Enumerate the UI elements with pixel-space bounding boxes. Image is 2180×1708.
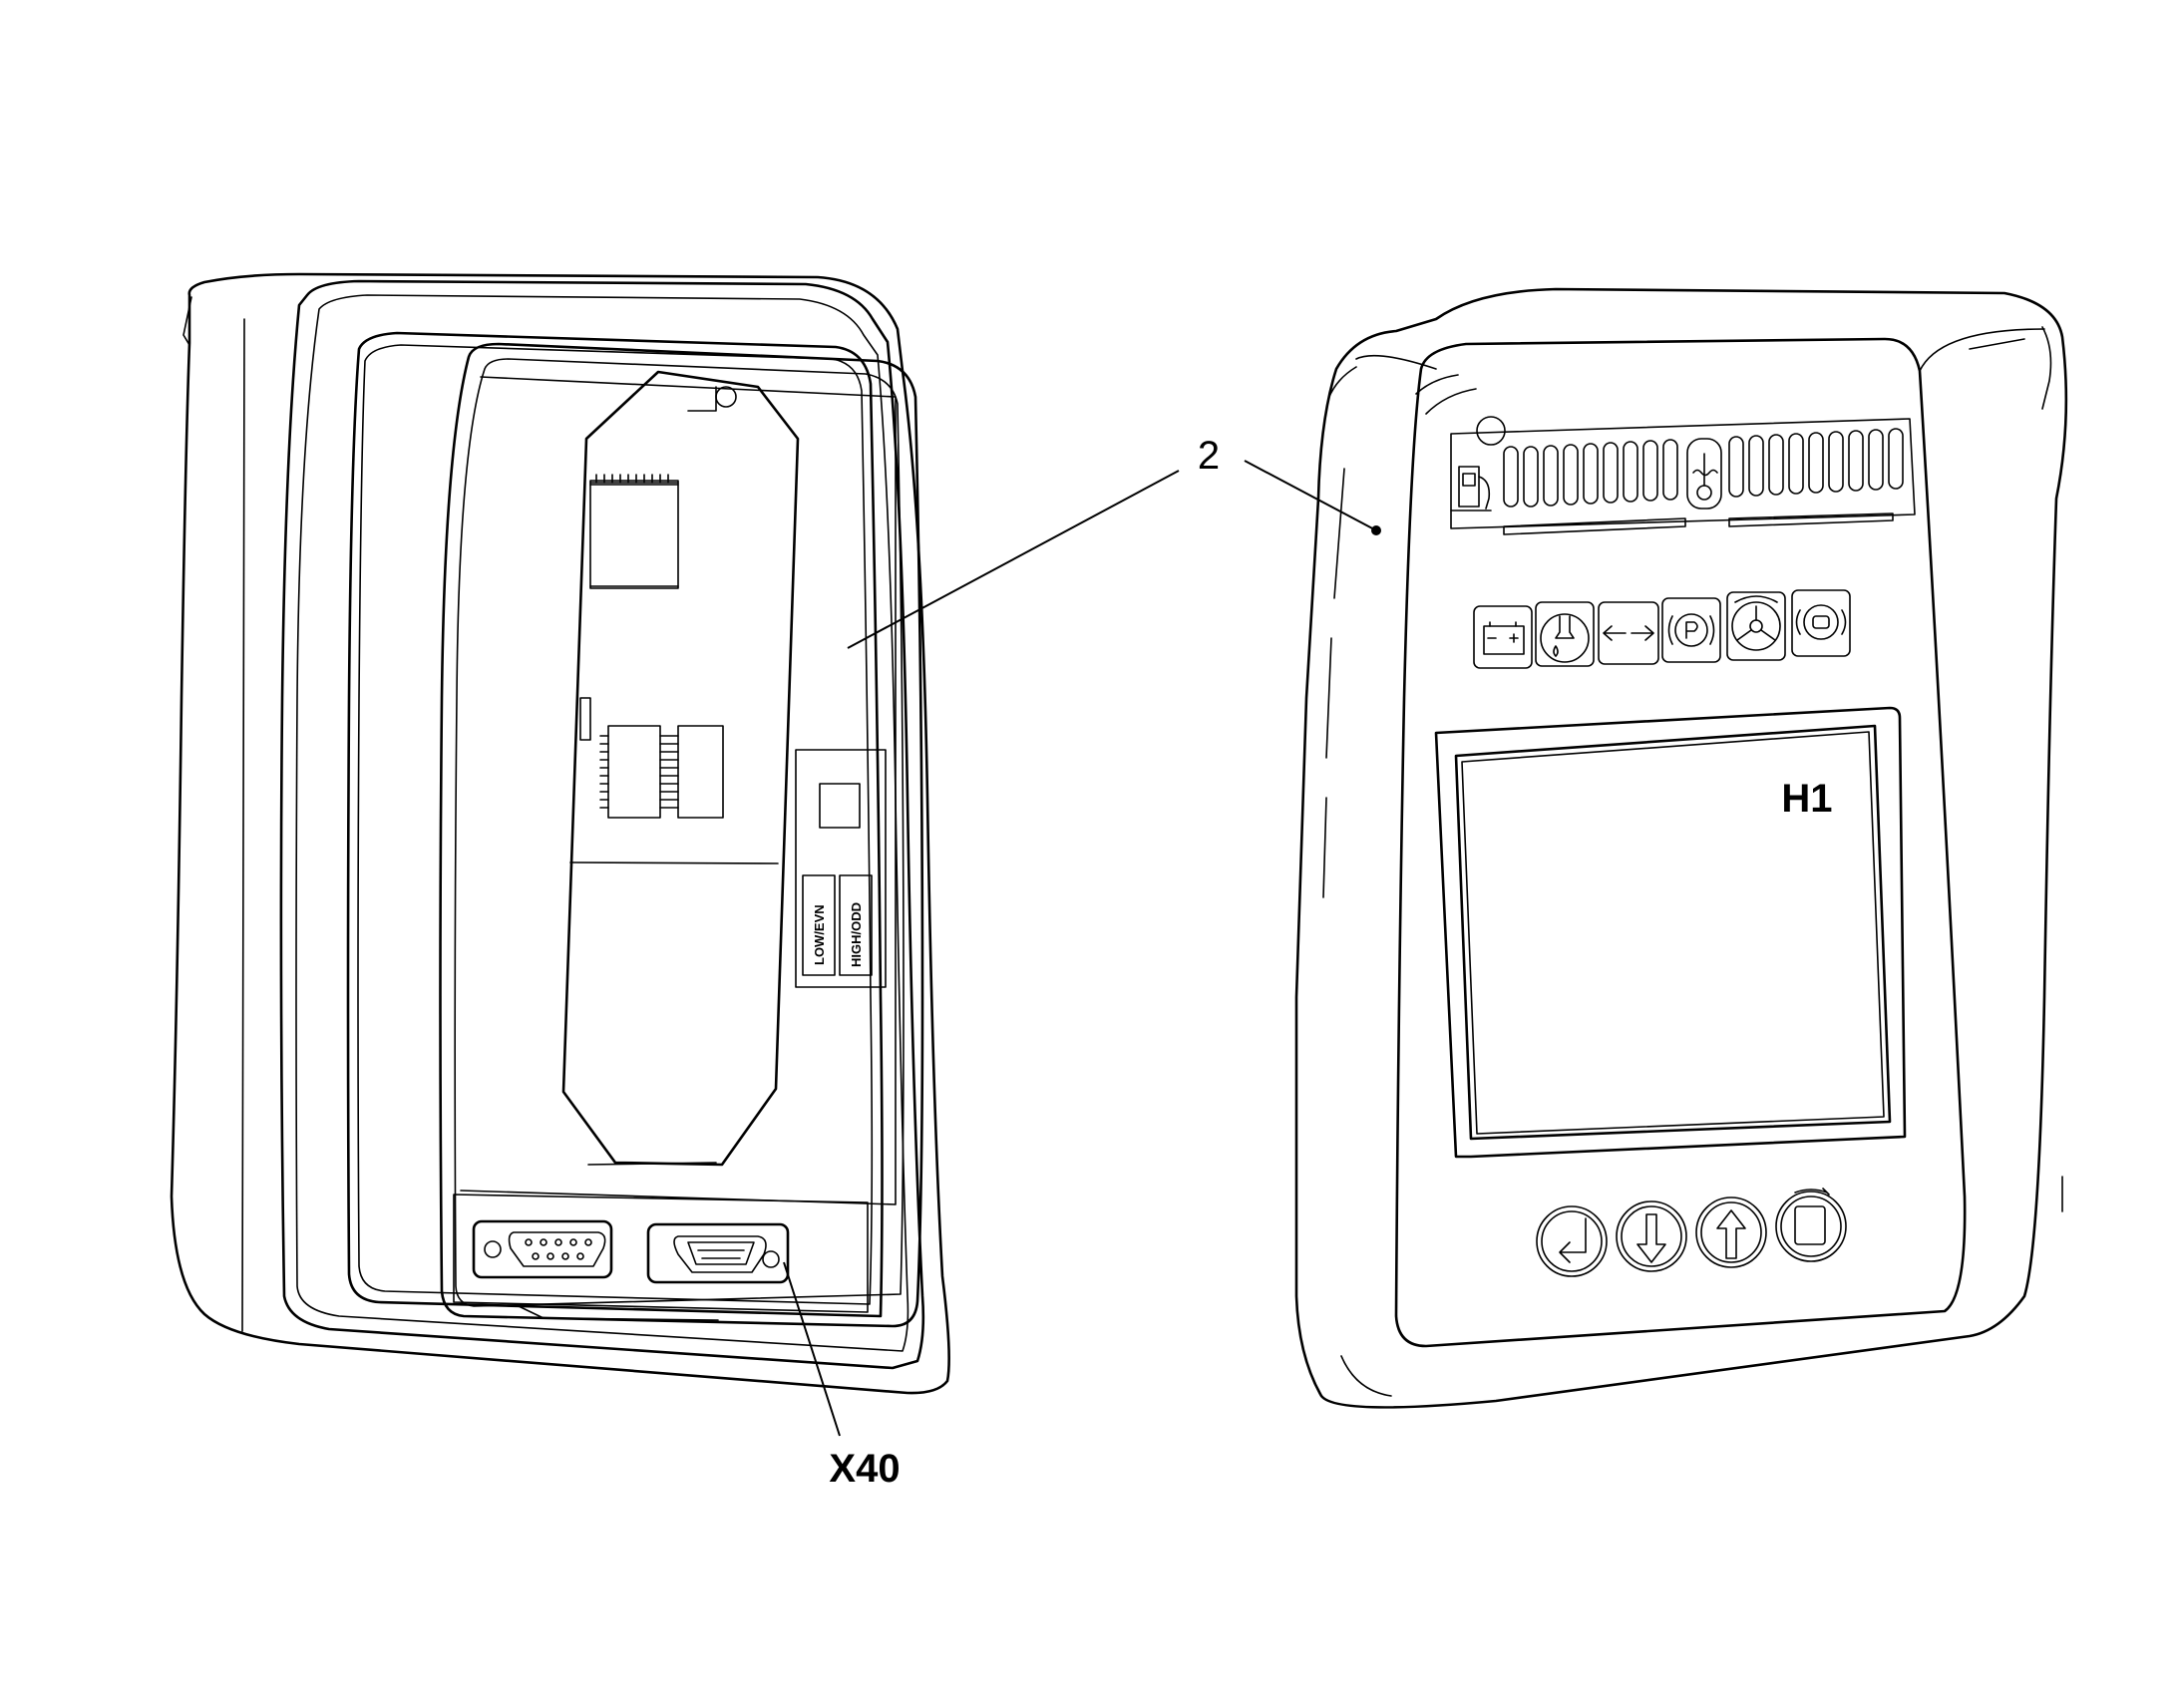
leader-x40 <box>783 1261 841 1437</box>
arrow-down-icon <box>1616 1200 1687 1272</box>
gauge-strip <box>1450 418 1916 535</box>
page-key-icon <box>1775 1188 1847 1262</box>
temperature-icon <box>1686 438 1722 510</box>
fuel-gauge-bars <box>1503 439 1678 508</box>
serial-connector-left <box>472 1219 613 1279</box>
switch-label-low: LOW/EVN <box>812 904 827 965</box>
callout-part-2: 2 <box>1198 434 1220 478</box>
rear-bezel-outer <box>279 279 925 1370</box>
callout-x40: X40 <box>829 1447 900 1491</box>
front-view-unit <box>1294 287 2068 1409</box>
arrow-up-icon <box>1695 1196 1767 1268</box>
battery-icon <box>1483 621 1525 655</box>
leader-part-2-right <box>1244 460 1377 531</box>
rear-cover-plate <box>439 342 924 1328</box>
dip-switch-block: LOW/EVN HIGH/ODD <box>795 749 887 988</box>
connector-x40 <box>646 1222 790 1284</box>
chip-lower <box>579 697 724 819</box>
parking-brake-icon <box>1667 613 1715 647</box>
leader-lines <box>783 460 1377 1437</box>
circuit-board <box>561 370 800 1167</box>
warning-lamp-row <box>1473 589 1851 669</box>
keypad <box>1536 1188 1847 1277</box>
chip-upper <box>589 474 679 589</box>
leader-part-2-left <box>847 470 1180 649</box>
fuel-icon <box>1450 466 1492 512</box>
direction-arrows-icon <box>1603 625 1654 641</box>
display-h1 <box>1434 706 1907 1159</box>
oil-pressure-icon <box>1540 613 1590 663</box>
front-housing-outline <box>1294 287 2068 1409</box>
enter-key-icon <box>1536 1205 1608 1277</box>
steering-icon <box>1731 595 1781 651</box>
temperature-gauge-bars <box>1728 428 1904 498</box>
callout-h1: H1 <box>1781 777 1832 821</box>
brake-icon <box>1795 604 1847 640</box>
switch-label-high: HIGH/ODD <box>849 902 864 967</box>
rear-view-unit: LOW/EVN HIGH/ODD <box>170 272 950 1395</box>
rear-housing-outline <box>170 272 950 1395</box>
